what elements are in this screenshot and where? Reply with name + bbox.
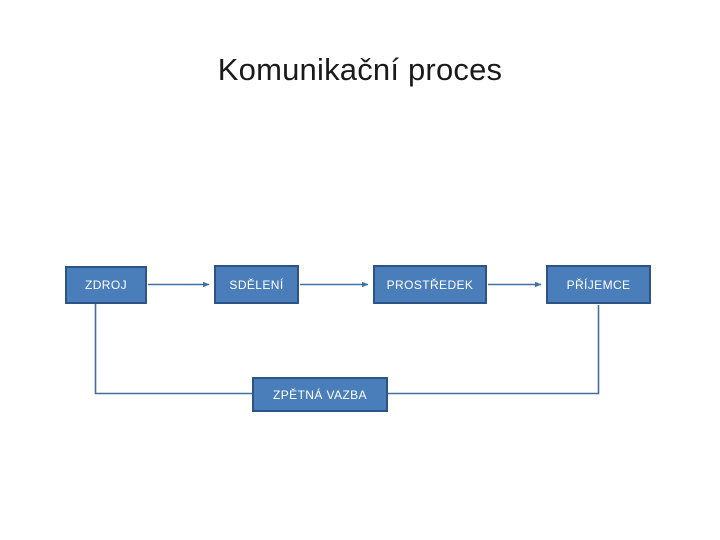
- diagram-node-label: PROSTŘEDEK: [386, 277, 474, 292]
- connector-zdroj-to-zpetna: [94, 304, 252, 395]
- diagram-node-sdeleni[interactable]: SDĚLENÍ: [214, 265, 299, 304]
- diagram-node-zpetna-vazba[interactable]: ZPĚTNÁ VAZBA: [252, 377, 388, 412]
- diagram-node-label: ZPĚTNÁ VAZBA: [273, 387, 367, 402]
- diagram-node-prijemce[interactable]: PŘÍJEMCE: [546, 265, 651, 304]
- diagram-node-label: PŘÍJEMCE: [566, 277, 631, 292]
- page-title: Komunikační proces: [217, 52, 503, 87]
- diagram-node-zdroj[interactable]: ZDROJ: [65, 266, 147, 304]
- diagram-node-label: SDĚLENÍ: [229, 277, 284, 292]
- connector-zpetna-to-prijemce: [388, 305, 600, 395]
- diagram-node-label: ZDROJ: [85, 278, 127, 292]
- diagram-node-prostredek[interactable]: PROSTŘEDEK: [373, 265, 487, 304]
